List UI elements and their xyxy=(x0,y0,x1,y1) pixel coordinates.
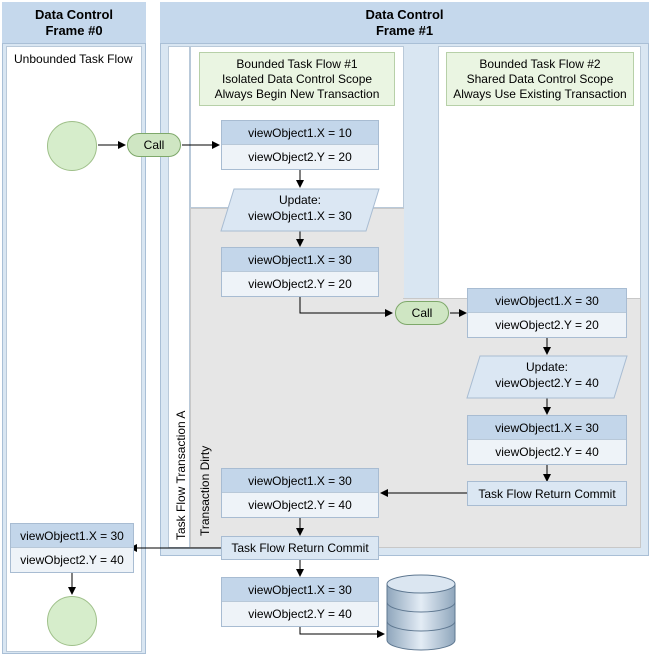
btf2-note: Bounded Task Flow #2 Shared Data Control… xyxy=(446,52,634,106)
task-flow-return-commit-1: Task Flow Return Commit xyxy=(221,536,379,560)
view-object-box-b: viewObject1.X = 30 viewObject2.Y = 20 xyxy=(221,247,379,297)
btf1-note: Bounded Task Flow #1 Isolated Data Contr… xyxy=(199,52,395,106)
task-flow-return-commit-2: Task Flow Return Commit xyxy=(467,481,627,506)
vo-a-y: viewObject2.Y = 20 xyxy=(248,150,352,164)
start-node xyxy=(47,121,97,171)
view-object-box-c: viewObject1.X = 30 viewObject2.Y = 20 xyxy=(467,288,627,338)
update-activity-1-shape xyxy=(220,188,380,232)
vo-d-y: viewObject2.Y = 40 xyxy=(495,445,599,459)
end-node xyxy=(47,596,97,646)
vo-g-x: viewObject1.X = 30 xyxy=(222,578,378,602)
update-activity-2-label: Update: viewObject2.Y = 40 xyxy=(495,360,599,390)
vo-d-x: viewObject1.X = 30 xyxy=(468,416,626,440)
unbounded-task-flow-label: Unbounded Task Flow xyxy=(14,52,133,66)
vo-b-x: viewObject1.X = 30 xyxy=(222,248,378,272)
vo-f-y: viewObject2.Y = 40 xyxy=(20,553,124,567)
vo-b-y: viewObject2.Y = 20 xyxy=(248,277,352,291)
vo-f-x: viewObject1.X = 30 xyxy=(11,524,133,548)
vo-a-x: viewObject1.X = 10 xyxy=(222,121,378,145)
view-object-box-g: viewObject1.X = 30 viewObject2.Y = 40 xyxy=(221,577,379,627)
vo-e-x: viewObject1.X = 30 xyxy=(222,469,378,493)
view-object-box-e: viewObject1.X = 30 viewObject2.Y = 40 xyxy=(221,468,379,518)
vo-c-x: viewObject1.X = 30 xyxy=(468,289,626,313)
vo-e-y: viewObject2.Y = 40 xyxy=(248,498,352,512)
view-object-box-f: viewObject1.X = 30 viewObject2.Y = 40 xyxy=(10,523,134,573)
update-activity-2-shape xyxy=(466,355,628,399)
view-object-box-d: viewObject1.X = 30 viewObject2.Y = 40 xyxy=(467,415,627,465)
vo-g-y: viewObject2.Y = 40 xyxy=(248,607,352,621)
call-activity-1: Call xyxy=(127,133,181,157)
call-activity-2: Call xyxy=(395,301,449,325)
database-icon xyxy=(386,574,456,651)
frame-1-title: Data Control Frame #1 xyxy=(160,2,649,44)
view-object-box-a: viewObject1.X = 10 viewObject2.Y = 20 xyxy=(221,120,379,170)
vo-c-y: viewObject2.Y = 20 xyxy=(495,318,599,332)
update-activity-1-label: Update: viewObject1.X = 30 xyxy=(248,193,352,223)
frame-0-title: Data Control Frame #0 xyxy=(2,2,146,44)
